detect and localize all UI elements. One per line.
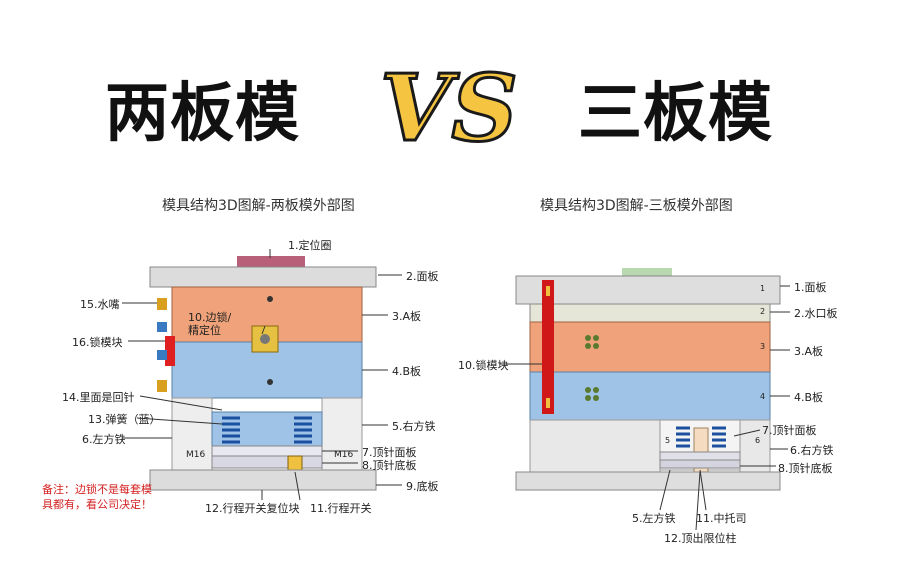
water-nozzle-4 xyxy=(157,380,167,392)
label-r-runner-plate: 2.水口板 xyxy=(794,307,838,320)
top-plate-r xyxy=(515,275,781,305)
side-lock-bolt xyxy=(260,334,270,344)
water-nozzle-2 xyxy=(157,322,167,332)
label-side-lock-1: 10.边锁/ xyxy=(188,311,232,324)
lock-screws-r xyxy=(585,335,599,401)
locating-ring-r xyxy=(622,268,672,277)
vs-text: VS xyxy=(380,54,518,162)
label-r-left-spacer: 5.左方铁 xyxy=(632,512,676,525)
left-spacer-block xyxy=(171,397,213,471)
label-r-b-plate: 4.B板 xyxy=(794,391,824,404)
left-panel-title: 模具结构3D图解-两板模外部图 xyxy=(162,198,355,214)
label-ejector-retainer: 7.顶针面板 xyxy=(362,446,417,459)
left-spacer-r xyxy=(529,419,661,473)
water-nozzle-3 xyxy=(157,350,167,360)
plate-num-4: 4 xyxy=(760,392,766,401)
plate-num-1: 1 xyxy=(760,284,766,293)
label-ejector-base: 8.顶针底板 xyxy=(362,459,417,472)
label-lock-block: 16.锁模块 xyxy=(72,336,123,349)
runner-plate-r xyxy=(529,303,771,323)
plate-num-6: 6 xyxy=(755,436,761,445)
right-panel-title: 模具结构3D图解-三板模外部图 xyxy=(540,198,733,214)
label-r-lock-block: 10.锁模块 xyxy=(458,359,509,372)
label-r-right-spacer: 6.右方铁 xyxy=(790,444,834,457)
right-spacer-block xyxy=(321,397,363,471)
label-r-center-bush: 11.中托司 xyxy=(696,512,747,525)
water-nozzle-1 xyxy=(157,298,167,310)
label-side-lock-2: 精定位 xyxy=(188,324,221,337)
label-bottom-plate: 9.底板 xyxy=(406,480,439,493)
left-leader-lines xyxy=(122,249,402,501)
label-return-pin: 14.里面是回针 xyxy=(62,391,135,404)
side-lock xyxy=(251,325,279,353)
plate-mark-m16-right: M16 xyxy=(334,450,354,460)
locating-ring xyxy=(237,256,305,268)
label-r-stop-pillar: 12.顶出限位柱 xyxy=(664,532,737,545)
right-leader-lines xyxy=(500,285,790,531)
label-r-top-plate: 1.面板 xyxy=(794,281,827,294)
label-travel-switch: 11.行程开关 xyxy=(310,502,372,515)
bottom-clamp-plate xyxy=(149,469,377,491)
label-b-plate: 4.B板 xyxy=(392,365,422,378)
plate-num-2: 2 xyxy=(760,307,766,316)
bottom-plate-r xyxy=(515,471,781,491)
label-left-spacer: 6.左方铁 xyxy=(82,433,126,446)
label-r-ejector-retainer: 7.顶针面板 xyxy=(762,424,817,437)
label-spring: 13.弹簧（蓝） xyxy=(88,413,161,426)
b-plate-r xyxy=(529,371,771,421)
lock-block-r xyxy=(542,280,554,414)
spring-left xyxy=(222,416,240,444)
springs-r xyxy=(676,426,726,448)
spring-right xyxy=(294,416,312,444)
vs-logo: VS xyxy=(379,53,520,164)
ejector-base-r xyxy=(659,459,741,469)
lock-block xyxy=(165,336,175,366)
three-plate-title: 三板模 xyxy=(578,77,773,151)
ejector-retainer-r xyxy=(659,451,741,461)
plate-num-5: 5 xyxy=(665,436,671,445)
label-top-plate: 2.面板 xyxy=(406,270,439,283)
label-locating-ring: 1.定位圈 xyxy=(288,239,332,252)
label-r-ejector-base: 8.顶针底板 xyxy=(778,462,833,475)
label-a-plate: 3.A板 xyxy=(392,310,422,323)
label-right-spacer: 5.右方铁 xyxy=(392,420,436,433)
label-r-a-plate: 3.A板 xyxy=(794,345,824,358)
label-switch-reset: 12.行程开关复位块 xyxy=(205,502,300,515)
two-plate-title: 两板模 xyxy=(105,77,300,151)
a-plate-r xyxy=(529,321,771,373)
plate-mark-m16-left: M16 xyxy=(186,450,206,460)
note-text: 备注：边锁不是每套模具都有，看公司决定！ xyxy=(42,483,152,511)
plate-num-3: 3 xyxy=(760,342,766,351)
label-water-nozzle: 15.水嘴 xyxy=(80,298,120,311)
